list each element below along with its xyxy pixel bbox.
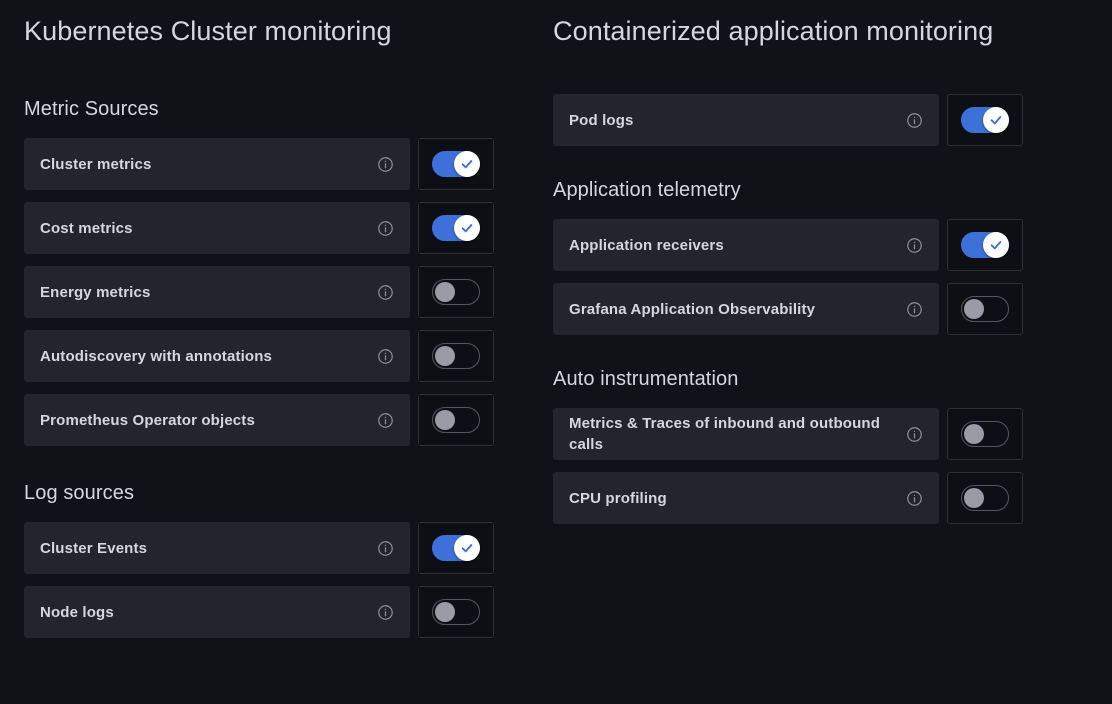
setting-label-cost-metrics: Cost metrics [40,219,133,237]
toggle-switch-cost-metrics[interactable] [432,215,480,241]
info-icon[interactable] [377,348,394,365]
info-icon[interactable] [377,540,394,557]
section-title-metric-sources: Metric Sources [24,98,159,120]
setting-label-prometheus-operator-objects: Prometheus Operator objects [40,411,255,429]
toggle-container[interactable] [418,202,494,254]
page-title-containerized: Containerized application monitoring [553,16,994,46]
setting-row: Application receivers [553,219,1023,271]
toggle-container[interactable] [418,394,494,446]
toggle-knob [964,488,984,508]
setting-row: Metrics & Traces of inbound and outbound… [553,408,1023,460]
toggle-knob [435,410,455,430]
setting-label-cpu-profiling: CPU profiling [569,489,667,507]
toggle-switch-prometheus-operator-objects[interactable] [432,407,480,433]
setting-row-label-box: CPU profiling [553,472,939,524]
setting-row-label-box: Cluster metrics [24,138,410,190]
toggle-knob-checked-icon [454,151,480,177]
toggle-knob-checked-icon [983,107,1009,133]
toggle-container[interactable] [418,330,494,382]
setting-label-autodiscovery-with-annotations: Autodiscovery with annotations [40,347,273,365]
setting-label-cluster-events: Cluster Events [40,539,148,557]
section-title-log-sources: Log sources [24,482,135,504]
setting-row: Cluster metrics [24,138,494,190]
info-icon[interactable] [906,112,923,129]
setting-row: Node logs [24,586,494,638]
toggle-container[interactable] [947,283,1023,335]
setting-row-label-box: Energy metrics [24,266,410,318]
setting-row: Autodiscovery with annotations [24,330,494,382]
toggle-container[interactable] [418,586,494,638]
info-icon[interactable] [906,426,923,443]
toggle-switch-cluster-events[interactable] [432,535,480,561]
info-icon[interactable] [906,301,923,318]
info-icon[interactable] [377,156,394,173]
toggle-switch-energy-metrics[interactable] [432,279,480,305]
page-title-kubernetes: Kubernetes Cluster monitoring [24,16,392,46]
setting-label-node-logs: Node logs [40,603,114,621]
toggle-switch-grafana-application-observability[interactable] [961,296,1009,322]
toggle-switch-autodiscovery-with-annotations[interactable] [432,343,480,369]
toggle-container[interactable] [418,138,494,190]
toggle-knob [435,282,455,302]
setting-row: Energy metrics [24,266,494,318]
section-title-auto-instrumentation: Auto instrumentation [553,368,739,390]
setting-label-cluster-metrics: Cluster metrics [40,155,152,173]
setting-row: Cost metrics [24,202,494,254]
setting-label-grafana-application-observability: Grafana Application Observability [569,300,816,318]
toggle-switch-cpu-profiling[interactable] [961,485,1009,511]
setting-row-label-box: Autodiscovery with annotations [24,330,410,382]
info-icon[interactable] [906,237,923,254]
toggle-switch-application-receivers[interactable] [961,232,1009,258]
setting-row: CPU profiling [553,472,1023,524]
setting-label-application-receivers: Application receivers [569,236,724,254]
info-icon[interactable] [377,220,394,237]
setting-rows-group: Metrics & Traces of inbound and outbound… [553,408,1023,524]
setting-label-energy-metrics: Energy metrics [40,283,151,301]
toggle-knob [435,346,455,366]
setting-row: Grafana Application Observability [553,283,1023,335]
info-icon[interactable] [377,284,394,301]
setting-row: Pod logs [553,94,1023,146]
toggle-container[interactable] [947,408,1023,460]
setting-rows-group: Pod logs [553,94,1023,146]
toggle-container[interactable] [418,266,494,318]
toggle-knob-checked-icon [454,535,480,561]
toggle-container[interactable] [947,219,1023,271]
section-title-application-telemetry: Application telemetry [553,179,741,201]
info-icon[interactable] [377,412,394,429]
toggle-container[interactable] [418,522,494,574]
setting-row-label-box: Grafana Application Observability [553,283,939,335]
setting-row-label-box: Prometheus Operator objects [24,394,410,446]
toggle-knob-checked-icon [454,215,480,241]
setting-row-label-box: Application receivers [553,219,939,271]
setting-row-label-box: Metrics & Traces of inbound and outbound… [553,408,939,460]
toggle-switch-metrics-and-traces-of-inbound-and-outbound-calls[interactable] [961,421,1009,447]
setting-label-pod-logs: Pod logs [569,111,634,129]
toggle-switch-cluster-metrics[interactable] [432,151,480,177]
info-icon[interactable] [906,490,923,507]
toggle-switch-pod-logs[interactable] [961,107,1009,133]
setting-row-label-box: Node logs [24,586,410,638]
info-icon[interactable] [377,604,394,621]
toggle-container[interactable] [947,94,1023,146]
setting-row-label-box: Cost metrics [24,202,410,254]
containerized-application-monitoring-column: Containerized application monitoring Pod… [553,0,1023,524]
setting-label-metrics-and-traces-of-inbound-and-outbound-calls: Metrics & Traces of inbound and outbound… [569,415,881,453]
setting-row-label-box: Pod logs [553,94,939,146]
toggle-switch-node-logs[interactable] [432,599,480,625]
setting-row-label-box: Cluster Events [24,522,410,574]
kubernetes-cluster-monitoring-column: Kubernetes Cluster monitoring Metric Sou… [24,0,494,638]
toggle-knob [964,424,984,444]
setting-row: Cluster Events [24,522,494,574]
toggle-knob-checked-icon [983,232,1009,258]
setting-row: Prometheus Operator objects [24,394,494,446]
toggle-container[interactable] [947,472,1023,524]
toggle-knob [435,602,455,622]
toggle-knob [964,299,984,319]
